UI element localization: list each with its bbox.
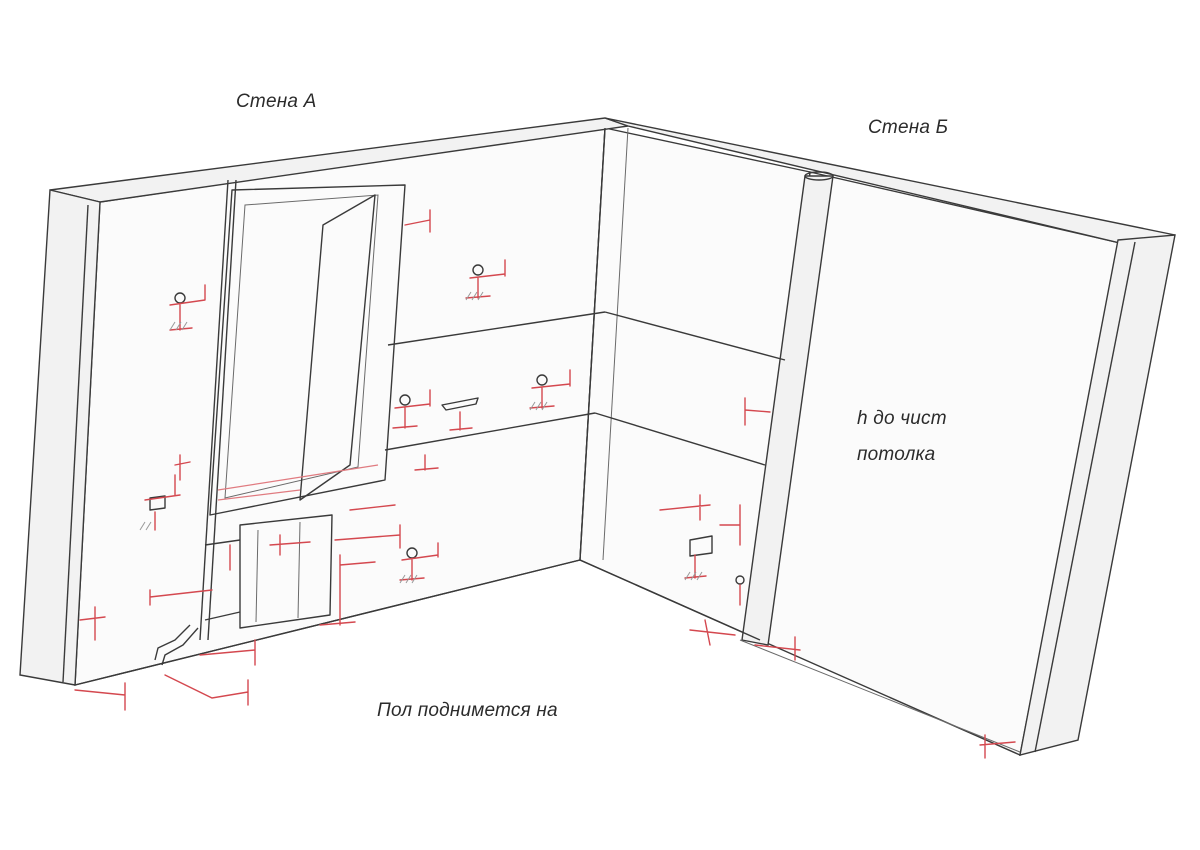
- outlet-right-a: [529, 369, 571, 409]
- ceiling-height-note: h до чист потолка: [857, 401, 947, 473]
- wall-a-label: Стена А: [236, 91, 317, 112]
- niche-inner: [224, 194, 379, 499]
- outlet-mid-a: [392, 389, 431, 429]
- corner-column: [741, 175, 834, 646]
- right-end-post: [1019, 234, 1176, 756]
- mixer-fitting: [441, 397, 479, 431]
- tile-band-lower-b: [594, 412, 766, 466]
- ceiling-note-line2: потолка: [857, 444, 936, 465]
- inner-corner-line: [579, 127, 606, 561]
- shadow-hatching: [139, 291, 703, 584]
- valve-left: [144, 474, 181, 531]
- wall-b-label: Стена Б: [868, 117, 949, 138]
- floor-line: [74, 559, 761, 686]
- outlet-top-right-a: [465, 259, 506, 299]
- outlet-lower-a: [399, 542, 439, 581]
- pipe-riser: [199, 179, 229, 641]
- ceiling-note-line1: h до чист: [857, 408, 947, 429]
- fitting-back-wall: [659, 494, 741, 579]
- outlet-back-lower: [735, 575, 745, 606]
- glass-door: [299, 194, 376, 501]
- tile-band-upper-a: [387, 311, 606, 346]
- floor-raise-note: Пол поднимется на: [377, 700, 558, 721]
- outlet-left-upper: [169, 284, 206, 331]
- dimension-marks: [74, 209, 1016, 759]
- drain-pipe: [154, 624, 199, 666]
- niche-frame: [209, 184, 406, 516]
- tile-band-lower-a: [384, 412, 596, 451]
- radiator: [239, 514, 333, 629]
- tile-band-upper-b: [604, 311, 786, 361]
